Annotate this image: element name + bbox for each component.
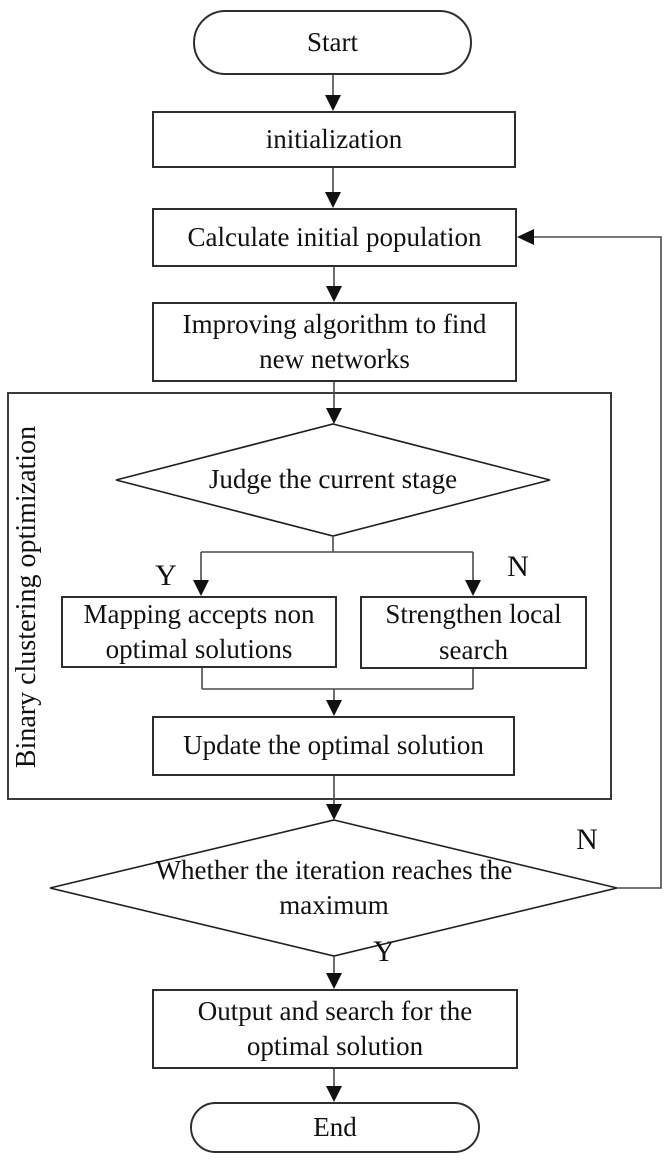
- node-update-optimal-solution: Update the optimal solution: [152, 716, 515, 776]
- node-calculate-initial-population: Calculate initial population: [152, 208, 517, 267]
- branch-label-iteration-yes: Y: [373, 935, 395, 968]
- node-judge-current-stage: Judge the current stage: [133, 456, 533, 504]
- node-update-label: Update the optimal solution: [183, 730, 484, 761]
- arrowhead-update: [326, 700, 342, 716]
- arrowhead-output: [326, 973, 342, 989]
- node-initialization-label: initialization: [265, 123, 403, 154]
- node-start: Start: [193, 10, 472, 75]
- node-initialization: initialization: [152, 111, 516, 168]
- group-label-text: Binary clustering optimization: [11, 425, 42, 769]
- arrowhead-mapping: [193, 580, 209, 596]
- node-iteration-label: Whether the iteration reaches the maximu…: [155, 854, 513, 920]
- node-strengthen-local-search: Strengthen local search: [360, 596, 587, 669]
- node-improving-algorithm: Improving algorithm to find new networks: [152, 302, 517, 382]
- arrowhead-strengthen: [465, 580, 481, 596]
- node-start-label: Start: [307, 26, 358, 57]
- node-strengthen-label: Strengthen local search: [385, 599, 562, 665]
- node-improving-label: Improving algorithm to find new networks: [182, 308, 487, 374]
- node-mapping-accepts: Mapping accepts non optimal solutions: [61, 596, 337, 668]
- arrowhead-iteration: [326, 804, 342, 820]
- arrowhead-loop-calc: [517, 229, 534, 245]
- arrowhead-judge: [326, 408, 342, 424]
- edge-loop-back: [534, 236, 662, 889]
- arrowhead-init: [325, 95, 341, 111]
- node-mapping-label: Mapping accepts non optimal solutions: [83, 598, 315, 664]
- arrowhead-improving: [326, 286, 342, 302]
- node-calculate-label: Calculate initial population: [187, 221, 482, 252]
- branch-label-judge-no: N: [507, 550, 529, 583]
- node-end: End: [190, 1102, 480, 1153]
- node-judge-label: Judge the current stage: [208, 464, 458, 495]
- group-label-binary-clustering: Binary clustering optimization: [7, 387, 47, 807]
- node-output-label: Output and search for the optimal soluti…: [197, 995, 473, 1061]
- node-iteration-check: Whether the iteration reaches the maximu…: [149, 838, 519, 938]
- arrowhead-end: [326, 1086, 342, 1102]
- branch-label-judge-yes: Y: [155, 559, 177, 592]
- branch-label-iteration-no: N: [576, 823, 598, 856]
- node-end-label: End: [313, 1111, 357, 1142]
- binary-clustering-group-box: [7, 392, 612, 800]
- node-output-search: Output and search for the optimal soluti…: [152, 989, 518, 1069]
- arrowhead-calc: [325, 192, 341, 208]
